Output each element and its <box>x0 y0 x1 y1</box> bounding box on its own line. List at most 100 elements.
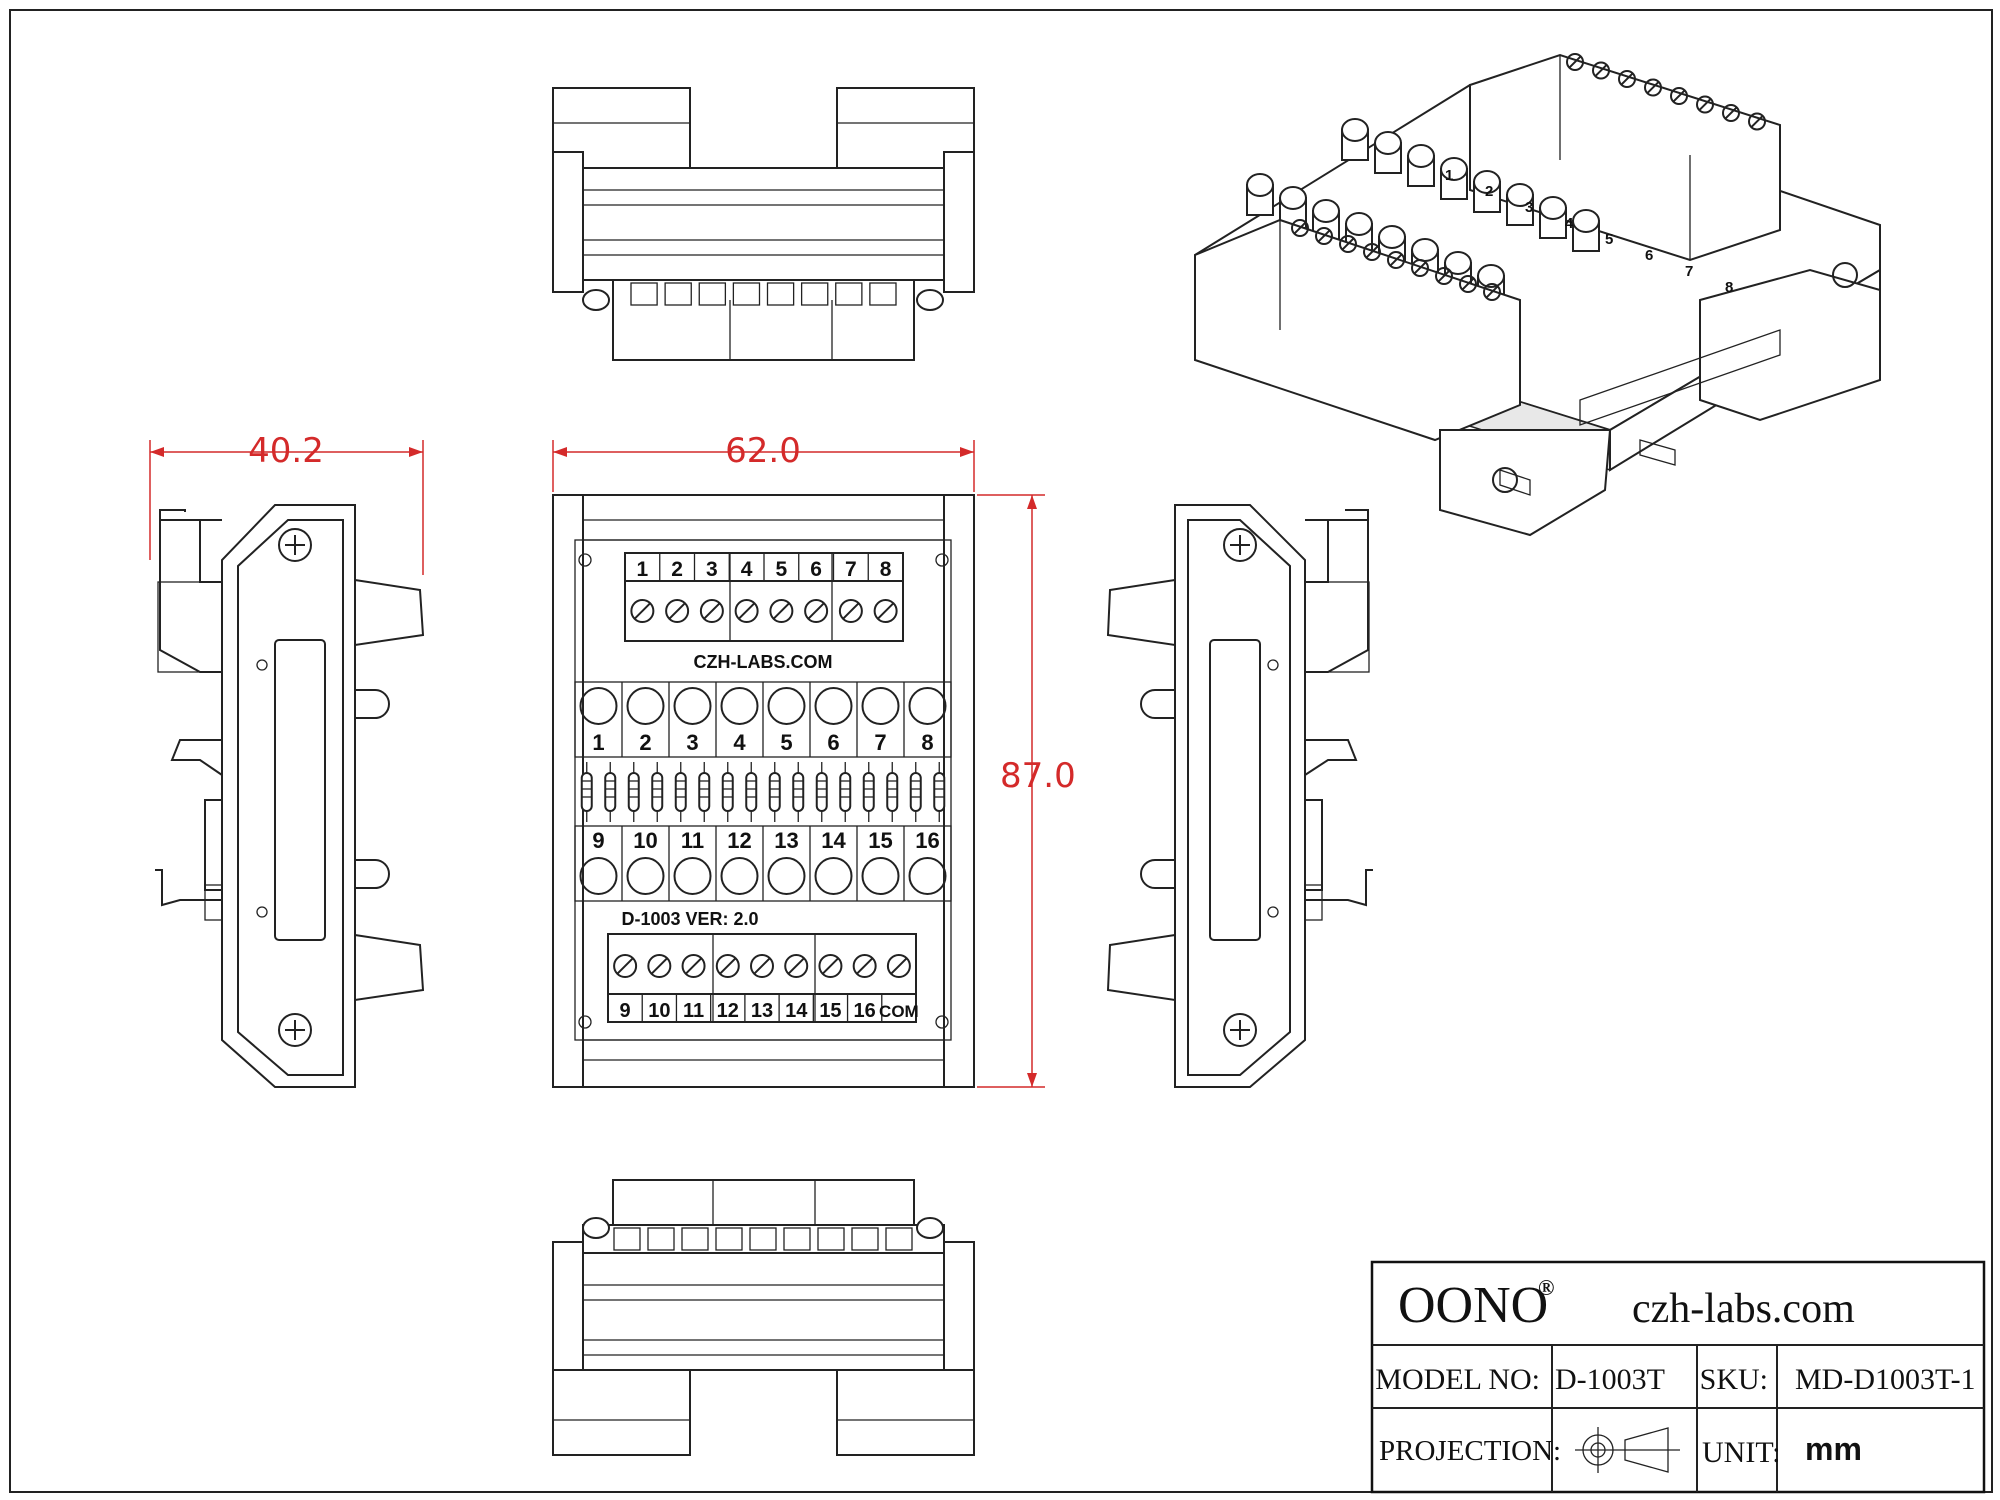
terminal-screw-icon <box>886 954 911 978</box>
led-icon <box>1572 209 1600 252</box>
terminal-screw-icon <box>1696 95 1714 114</box>
led-icon <box>1246 173 1274 216</box>
sheet-border <box>9 9 1993 1493</box>
terminal-slot <box>869 282 897 306</box>
iso-channel-label: 2 <box>1485 183 1493 200</box>
led-icon <box>861 687 900 725</box>
terminal-screw-icon <box>647 954 672 978</box>
terminal-slot <box>835 282 863 306</box>
terminal-slot <box>800 282 829 306</box>
terminal-screw-icon <box>734 599 759 623</box>
dimension-lines: 62.0 87.0 40.2 <box>149 431 1076 1088</box>
resistor-icon <box>815 762 828 822</box>
terminal-screw-icon <box>1483 283 1501 301</box>
terminal-slot <box>766 282 795 306</box>
led-icon <box>814 687 853 725</box>
sku-label: SKU: <box>1700 1363 1768 1396</box>
terminal-screw-icon <box>873 599 898 623</box>
iso-channel-label: 3 <box>1525 199 1533 216</box>
led-label: 8 <box>921 730 933 755</box>
terminal-label: 7 <box>845 558 857 581</box>
sku-value: MD-D1003T-1 <box>1795 1363 1976 1396</box>
terminal-label: 11 <box>683 1000 704 1022</box>
terminal-screw-icon <box>750 954 774 978</box>
terminal-screw-icon <box>1670 87 1688 105</box>
resistor-icon <box>698 762 711 822</box>
led-icon <box>1539 196 1567 239</box>
resistor-icon <box>604 762 617 822</box>
terminal-slot <box>817 1227 845 1251</box>
terminal-label: 16 <box>854 1000 876 1022</box>
resistor-icon <box>839 762 852 822</box>
led-icon <box>720 857 759 895</box>
height-dimension: 87.0 <box>1000 756 1076 796</box>
terminal-screw-icon <box>769 599 794 623</box>
led-icon <box>861 857 900 895</box>
terminal-label: 13 <box>751 1000 773 1022</box>
model-value: D-1003T <box>1555 1363 1665 1396</box>
terminal-label: 2 <box>671 558 683 581</box>
led-label: 4 <box>733 730 746 755</box>
terminal-screw-icon <box>1363 243 1381 261</box>
led-label: 10 <box>633 828 657 853</box>
top-view <box>552 87 975 361</box>
resistor-icon <box>909 762 922 822</box>
led-icon <box>626 687 665 725</box>
led-icon <box>1374 131 1402 174</box>
led-icon <box>673 687 712 725</box>
terminal-screw-icon <box>1315 227 1333 245</box>
depth-dimension: 40.2 <box>248 431 324 471</box>
terminal-label: 6 <box>810 558 822 581</box>
left-side-view <box>155 504 425 1088</box>
iso-channel-label: 5 <box>1605 231 1613 248</box>
led-icon <box>1506 183 1534 226</box>
resistor-icon <box>745 762 758 822</box>
resistor-icon <box>580 762 593 822</box>
resistor-icon <box>886 762 899 822</box>
terminal-screw-icon <box>1291 219 1309 237</box>
led-icon <box>1341 118 1369 161</box>
terminal-slot <box>698 282 727 306</box>
iso-channel-label: 4 <box>1565 215 1574 232</box>
led-label: 7 <box>874 730 886 755</box>
terminal-label: 1 <box>637 558 649 581</box>
terminal-screw-icon <box>1435 267 1453 285</box>
terminal-label: 4 <box>741 558 753 581</box>
led-icon <box>626 857 665 895</box>
projection-label: PROJECTION: <box>1379 1435 1561 1467</box>
terminal-slot <box>647 1227 675 1251</box>
terminal-slot <box>885 1227 913 1251</box>
width-dimension: 62.0 <box>725 431 801 471</box>
iso-channel-label: 8 <box>1725 279 1733 296</box>
terminal-slot <box>613 1227 641 1251</box>
terminal-screw-icon <box>784 954 809 978</box>
terminal-screw-icon <box>699 599 724 623</box>
registered-mark: ® <box>1538 1275 1554 1300</box>
right-side-view <box>1106 504 1373 1088</box>
terminal-slot <box>664 282 692 306</box>
terminal-screw-icon <box>1339 235 1357 253</box>
terminal-screw-icon <box>1387 251 1405 269</box>
led-icon <box>767 687 806 725</box>
led-label: 5 <box>780 730 792 755</box>
terminal-screw-icon <box>804 599 829 623</box>
iso-channel-label: 6 <box>1645 247 1653 264</box>
terminal-screw-icon <box>1618 70 1636 88</box>
led-label: 2 <box>639 730 651 755</box>
terminal-slot <box>715 1227 743 1251</box>
terminal-label: 9 <box>620 1000 631 1022</box>
terminal-slot <box>681 1227 709 1251</box>
led-icon <box>767 857 806 895</box>
led-icon <box>1440 157 1468 200</box>
terminal-screw-icon <box>818 954 843 978</box>
terminal-screw-icon <box>1748 112 1766 131</box>
led-label: 14 <box>821 828 846 853</box>
terminal-slot <box>732 282 761 306</box>
terminal-screw-icon <box>1644 78 1662 97</box>
led-icon <box>720 687 759 725</box>
terminal-screw-icon <box>1411 259 1429 277</box>
resistor-icon <box>768 762 781 822</box>
